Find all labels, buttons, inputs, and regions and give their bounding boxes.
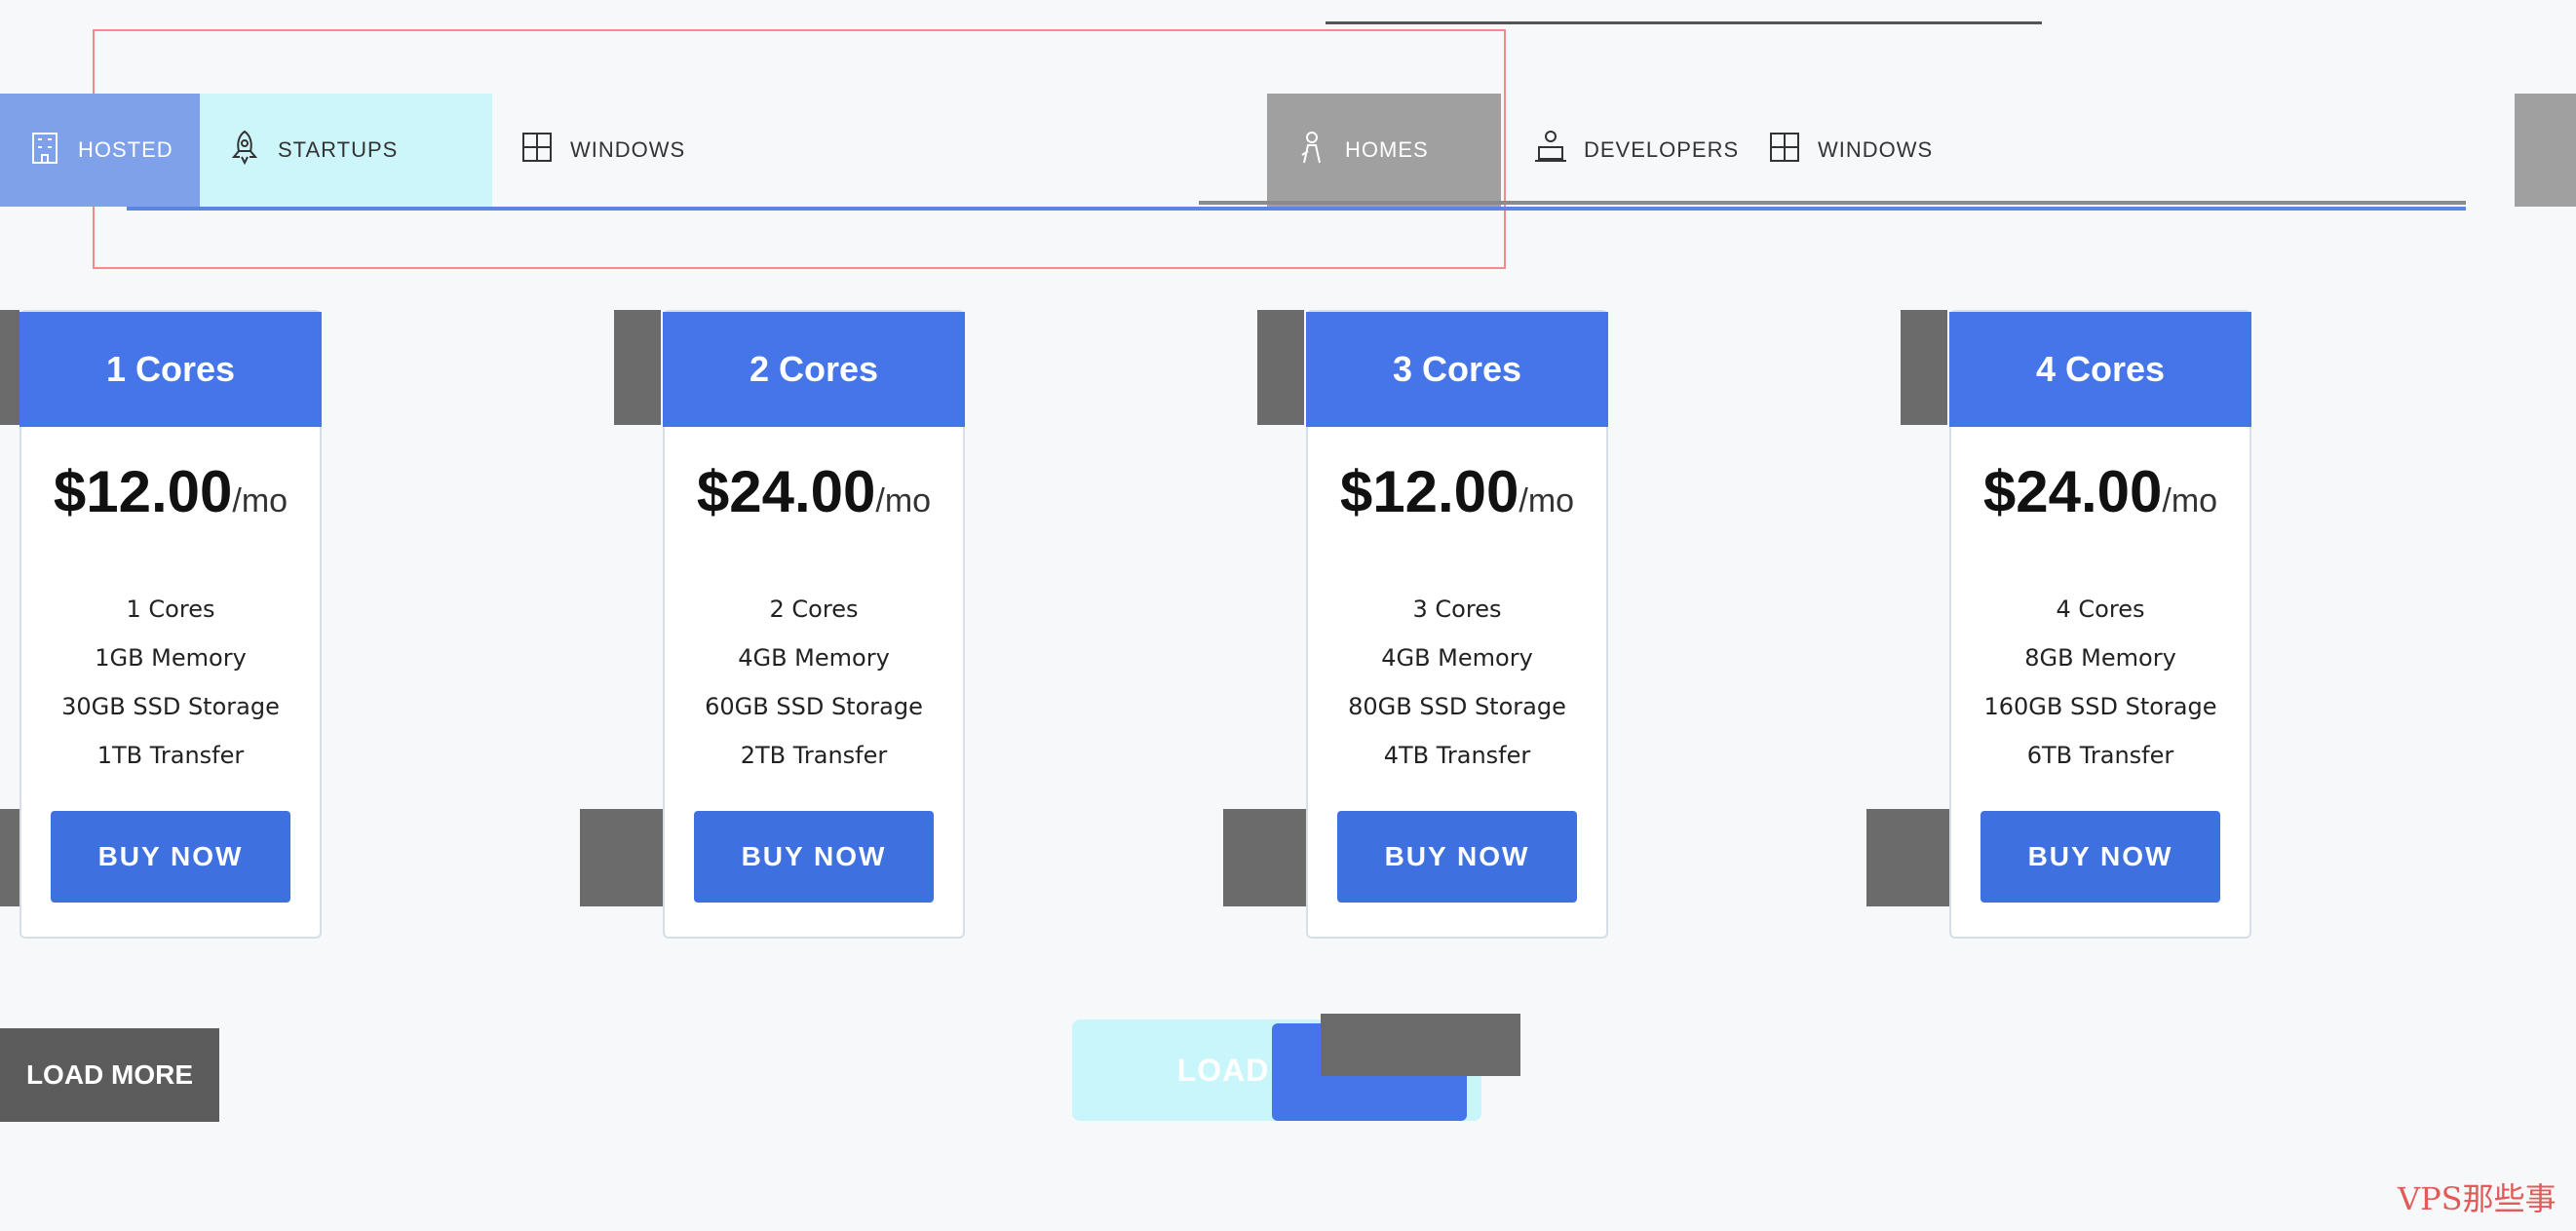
plan-title: 4 Cores <box>1949 312 2251 427</box>
feature-item: 1GB Memory <box>95 644 247 672</box>
plan-price: $12.00/mo <box>1339 459 1575 524</box>
tab-label: STARTUPS <box>278 137 399 162</box>
feature-item: 4GB Memory <box>738 644 890 672</box>
plan-features: 2 Cores 4GB Memory 60GB SSD Storage 2TB … <box>665 585 963 780</box>
plan-card: 1 Cores $12.00/mo 1 Cores 1GB Memory 30G… <box>19 310 322 939</box>
feature-item: 160GB SSD Storage <box>1983 693 2217 720</box>
feature-item: 2 Cores <box>769 596 859 623</box>
building-icon <box>25 128 64 173</box>
watermark: VPS那些事 <box>2398 1180 2557 1217</box>
plan-features: 4 Cores 8GB Memory 160GB SSD Storage 6TB… <box>1951 585 2249 780</box>
load-more-ghost-button[interactable]: LOAD MORE <box>0 1028 219 1122</box>
plan-price: $12.00/mo <box>53 459 288 524</box>
buy-now-button[interactable]: BUY NOW <box>1980 811 2220 903</box>
feature-item: 4GB Memory <box>1381 644 1533 672</box>
feature-item: 60GB SSD Storage <box>705 693 923 720</box>
tab-label: HOSTED <box>78 137 173 162</box>
feature-item: 2TB Transfer <box>740 742 888 769</box>
plan-card: 2 Cores $24.00/mo 2 Cores 4GB Memory 60G… <box>663 310 965 939</box>
window-icon <box>518 128 557 173</box>
person-laptop-icon <box>1531 128 1570 173</box>
plan-price: $24.00/mo <box>696 459 932 524</box>
plan-title: 3 Cores <box>1306 312 1608 427</box>
person-icon <box>1292 128 1331 173</box>
feature-item: 30GB SSD Storage <box>61 693 280 720</box>
overlay-block <box>614 310 661 425</box>
tab-label: DEVELOPERS <box>1584 137 1740 162</box>
tab-developers[interactable]: DEVELOPERS <box>1506 94 1740 207</box>
ghost-rule <box>1326 21 2042 24</box>
plan-title: 2 Cores <box>663 312 965 427</box>
plan-card: 4 Cores $24.00/mo 4 Cores 8GB Memory 160… <box>1949 310 2251 939</box>
tab-homes[interactable]: HOMES <box>1267 94 1501 207</box>
feature-item: 4TB Transfer <box>1383 742 1531 769</box>
buy-now-button[interactable]: BUY NOW <box>51 811 290 903</box>
plan-title: 1 Cores <box>19 312 322 427</box>
overlay-block <box>1901 310 1947 425</box>
window-icon <box>1765 128 1804 173</box>
tab-label: WINDOWS <box>1818 137 1934 162</box>
tab-startups[interactable]: STARTUPS <box>200 94 492 207</box>
feature-item: 1 Cores <box>126 596 215 623</box>
buy-now-button[interactable]: BUY NOW <box>694 811 934 903</box>
plan-price: $24.00/mo <box>1982 459 2218 524</box>
feature-item: 4 Cores <box>2056 596 2145 623</box>
tab-underline <box>127 207 2466 211</box>
ghost-rule <box>1199 201 2466 205</box>
tab-hosted[interactable]: HOSTED <box>0 94 200 207</box>
plan-features: 1 Cores 1GB Memory 30GB SSD Storage 1TB … <box>21 585 320 780</box>
feature-item: 6TB Transfer <box>2026 742 2174 769</box>
buy-now-button[interactable]: BUY NOW <box>1337 811 1577 903</box>
overlay-block <box>0 310 19 425</box>
feature-item: 3 Cores <box>1412 596 1502 623</box>
tab-label: WINDOWS <box>570 137 686 162</box>
feature-item: 80GB SSD Storage <box>1348 693 1566 720</box>
tab-label: HOMES <box>1345 137 1429 162</box>
plan-card: 3 Cores $12.00/mo 3 Cores 4GB Memory 80G… <box>1306 310 1608 939</box>
feature-item: 1TB Transfer <box>96 742 245 769</box>
overlay-block <box>1321 1014 1520 1076</box>
tab-windows-2[interactable]: WINDOWS <box>1740 94 1974 207</box>
tab-overflow[interactable] <box>2515 94 2576 207</box>
feature-item: 8GB Memory <box>2024 644 2176 672</box>
tab-windows[interactable]: WINDOWS <box>492 94 687 207</box>
rocket-icon <box>225 128 264 173</box>
plan-features: 3 Cores 4GB Memory 80GB SSD Storage 4TB … <box>1308 585 1606 780</box>
overlay-block <box>1257 310 1304 425</box>
